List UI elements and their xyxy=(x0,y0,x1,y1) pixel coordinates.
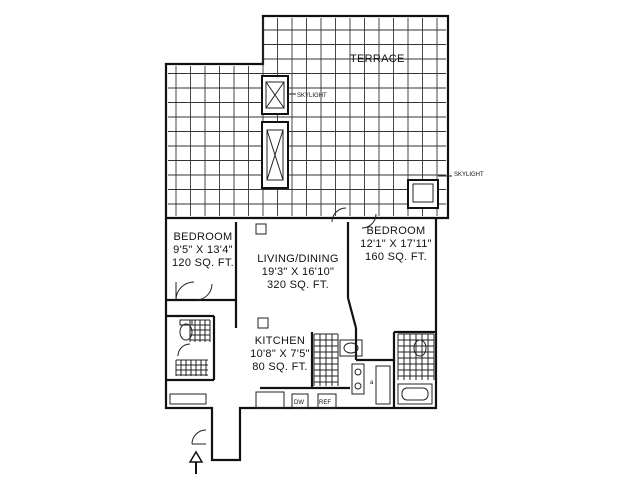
terrace-label: TERRACE xyxy=(350,53,405,65)
skylight-icon xyxy=(266,129,284,181)
room-dims: 9'5" X 13'4" xyxy=(173,244,233,256)
room-name: LIVING/DINING xyxy=(257,253,339,265)
room-area: 320 SQ. FT. xyxy=(267,279,329,291)
refrigerator xyxy=(317,393,337,409)
room-name: BEDROOM xyxy=(174,231,233,243)
room-kitchen: KITCHEN 10'8" X 7'5" 80 SQ. FT. xyxy=(250,335,310,373)
door-swing-icon xyxy=(175,207,377,445)
room-bedroom-right: BEDROOM 12'1" X 17'11" 160 SQ. FT. xyxy=(360,225,432,263)
closet-right xyxy=(375,365,391,405)
apartment-walls xyxy=(164,218,438,462)
room-dims: 19'3" X 16'10" xyxy=(262,266,334,278)
skylight-right: SKYLIGHT xyxy=(407,172,484,209)
terrace: TERRACE xyxy=(164,14,450,220)
skylight-upper: SKYLIGHT xyxy=(261,75,327,115)
skylight-label-right: SKYLIGHT xyxy=(454,172,484,178)
refrigerator-label: REF xyxy=(319,400,331,406)
entry-arrow-icon xyxy=(188,450,204,474)
exterior-wall xyxy=(164,218,438,462)
room-area: 120 SQ. FT. xyxy=(172,257,234,269)
tile-patches xyxy=(175,319,435,386)
room-name: BEDROOM xyxy=(367,225,426,237)
toilet-icon xyxy=(179,319,427,357)
tub-icon xyxy=(397,383,433,405)
room-living-dining: LIVING/DINING 19'3" X 16'10" 320 SQ. FT. xyxy=(257,253,339,291)
room-area: 160 SQ. FT. xyxy=(365,251,427,263)
sink-icon xyxy=(339,339,365,395)
room-name: KITCHEN xyxy=(255,335,305,347)
fixtures: a DW REF xyxy=(169,223,433,409)
dishwasher xyxy=(291,393,309,409)
room-dims: 12'1" X 17'11" xyxy=(360,238,432,250)
skylight-icon xyxy=(265,81,285,109)
terrace-tile-grid xyxy=(168,18,446,216)
room-area: 80 SQ. FT. xyxy=(252,361,308,373)
skylight-lower xyxy=(261,121,289,189)
svg-text:a: a xyxy=(370,380,374,386)
skylight-label: SKYLIGHT xyxy=(297,93,327,99)
room-bedroom-left: BEDROOM 9'5" X 13'4" 120 SQ. FT. xyxy=(172,231,234,269)
dishwasher-label: DW xyxy=(294,400,304,406)
room-dims: 10'8" X 7'5" xyxy=(250,348,310,360)
